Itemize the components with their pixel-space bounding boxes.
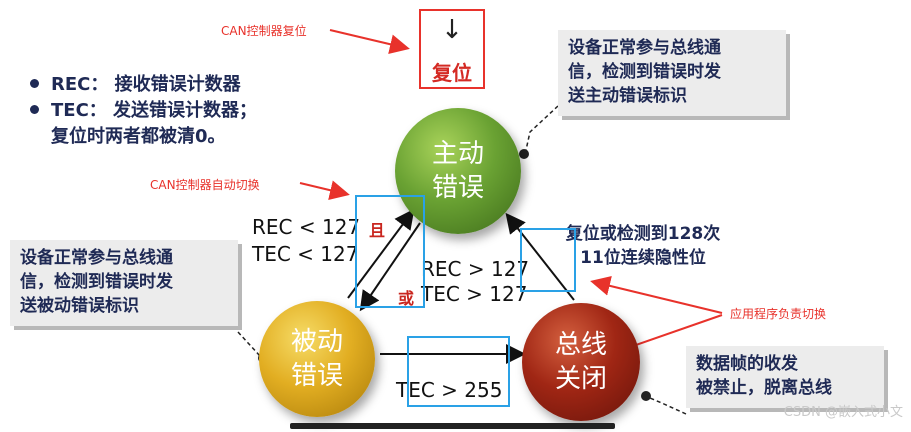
reset-label: 复位: [432, 61, 472, 85]
condition-tec-gt-127: TEC > 127: [421, 282, 528, 306]
counter-legend: REC： 接收错误计数器 TEC： 发送错误计数器； 复位时两者都被清0。: [30, 72, 257, 150]
note-bus-off: 数据帧的收发 被禁止，脱离总线: [686, 346, 884, 408]
annotation-app-switch: 应用程序负责切换: [730, 307, 827, 321]
condition-rec-gt-127: REC > 127: [421, 257, 530, 281]
annotation-arrow-reset: [329, 29, 410, 55]
arrow-active-to-passive: [359, 222, 421, 312]
leader-dot-active: [519, 149, 529, 159]
annotation-can-auto-switch: CAN控制器自动切换: [150, 178, 260, 192]
condition-tec-lt-127: TEC < 127: [252, 242, 359, 266]
down-arrow-icon: ↓: [441, 15, 463, 45]
bottom-bar: [290, 423, 615, 429]
bullet-icon: [30, 104, 39, 114]
bullet-icon: [30, 78, 39, 88]
note-passive-error: 设备正常参与总线通 信，检测到错误时发 送被动错误标识: [10, 240, 238, 326]
annotation-can-reset: CAN控制器复位: [221, 24, 307, 38]
legend-rec: REC： 接收错误计数器: [30, 72, 257, 98]
highlight-auto-switch: [355, 195, 425, 308]
leader-busoff: [649, 397, 687, 415]
condition-reset-or-detect: 复位或检测到128次 11位连续隐性位: [565, 224, 721, 268]
condition-tec-gt-255: TEC > 255: [396, 378, 503, 402]
watermark: CSDN @嵌入式小文: [783, 405, 903, 420]
leader-dot-busoff: [641, 391, 651, 401]
condition-rec-lt-127: REC < 127: [252, 215, 361, 239]
annotation-arrow-auto-switch: [299, 180, 350, 201]
state-bus-off: 总线关闭: [522, 303, 640, 421]
condition-and: 且: [369, 221, 386, 240]
arrow-busoff-to-active: [505, 212, 575, 301]
highlight-tec-255: [407, 336, 510, 407]
leader-active: [525, 105, 559, 151]
reset-box: ↓ 复位: [419, 9, 485, 89]
legend-tec-cont: 复位时两者都被清0。: [51, 126, 226, 147]
annotation-arrow-app-1: [590, 276, 723, 314]
condition-or: 或: [398, 289, 415, 308]
note-active-error: 设备正常参与总线通 信，检测到错误时发 送主动错误标识: [558, 30, 786, 116]
state-passive-error: 被动错误: [259, 301, 375, 417]
arrow-passive-to-active: [347, 208, 415, 299]
highlight-reset-detect: [520, 228, 576, 292]
legend-tec: TEC： 发送错误计数器；: [30, 98, 257, 124]
leader-passive: [237, 331, 261, 357]
state-active-error: 主动错误: [395, 108, 521, 234]
